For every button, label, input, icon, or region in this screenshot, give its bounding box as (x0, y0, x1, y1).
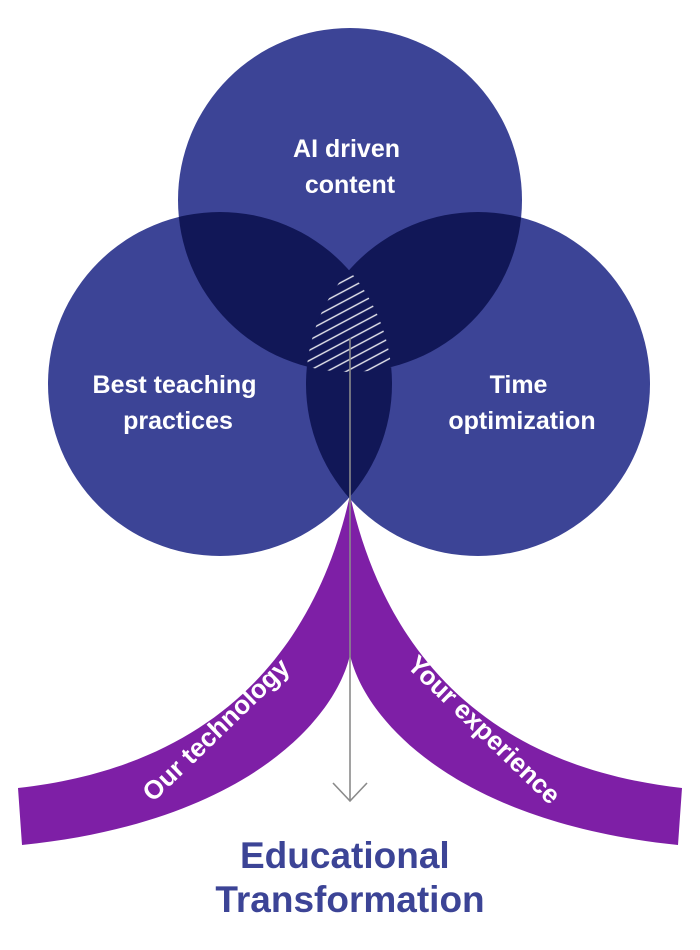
band-left-our-technology (18, 495, 350, 845)
label-right: Time optimization (448, 371, 595, 435)
result-title: Educational Transformation (215, 835, 484, 920)
label-top: AI driven content (293, 135, 407, 199)
overlap-top-left (178, 212, 392, 372)
arrow-head-icon (332, 782, 368, 803)
label-left: Best teaching practices (93, 371, 264, 435)
overlap-top-right (306, 212, 522, 372)
band-right-your-experience (350, 495, 682, 845)
